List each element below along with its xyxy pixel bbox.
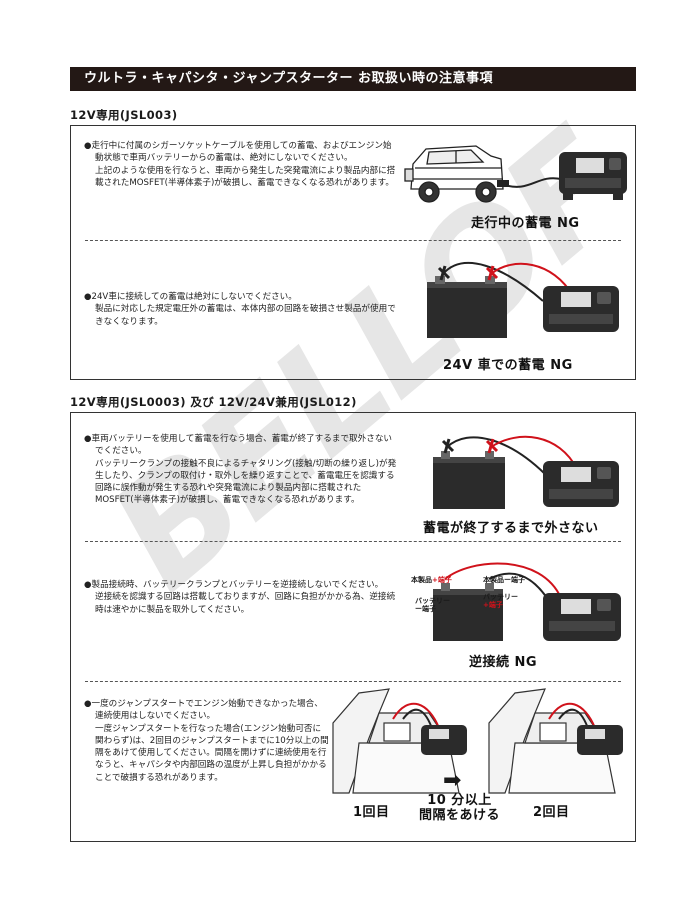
battery-charging-illustration xyxy=(433,435,619,509)
jump-starter-device-icon xyxy=(559,152,627,200)
first-attempt-label: 1回目 xyxy=(353,805,390,820)
battery-24v-illustration xyxy=(427,262,619,338)
car-charging-illustration xyxy=(404,145,627,203)
label-text: ー端子 xyxy=(415,605,436,613)
note-lead: ●走行中に付属のシガーソケットケーブルを使用しての蓄電、およびエンジン始動状態で… xyxy=(84,141,392,164)
clamp-cable-red-icon xyxy=(490,262,574,297)
jump-starter-device-icon xyxy=(577,725,623,755)
label-text: 本製品 xyxy=(411,576,432,584)
note-body: 製品に対応した規定電圧外の蓄電は、本体内部の回路を破損させ製品が使用できなくなり… xyxy=(95,304,396,327)
page-title-banner: ウルトラ・キャパシタ・ジャンプスターター お取扱い時の注意事項 xyxy=(70,67,636,91)
label-battery-plus: バッテリー+端子 xyxy=(483,593,518,609)
section2-note1: ●車両バッテリーを使用して蓄電を行なう場合、蓄電が終了するまで取外さないでくださ… xyxy=(84,433,400,507)
first-attempt-illustration xyxy=(332,688,467,794)
section2-note2: ●製品接続時、バッテリークランプとバッテリーを逆接続しないでください。 逆接続を… xyxy=(84,579,400,616)
section2-note2-caption: 逆接続 NG xyxy=(469,655,538,670)
clamp-cable-red-icon xyxy=(444,562,562,599)
clamp-cable-black-icon xyxy=(446,436,546,475)
battery-icon xyxy=(433,451,505,509)
section2-note3: ●一度のジャンプスタートでエンジン始動できなかった場合、連続使用はしないでくださ… xyxy=(84,698,329,784)
section2-note1-caption: 蓄電が終了するまで外さない xyxy=(423,521,599,536)
interval-label: 10 分以上 間隔をあける xyxy=(419,793,500,823)
second-attempt-label: 2回目 xyxy=(533,805,570,820)
jump-starter-device-icon xyxy=(421,725,467,755)
jump-starter-device-icon xyxy=(543,593,621,641)
battery-icon xyxy=(433,583,503,641)
section1-note2-caption: 24V 車での蓄電 NG xyxy=(443,358,573,373)
jump-starter-device-icon xyxy=(543,461,619,507)
note-body: 逆接続を認識する回路は搭載しておりますが、回路に負担がかかる為、逆接続時は速やか… xyxy=(95,592,396,615)
label-text: バッテリー xyxy=(415,597,450,605)
battery-icon xyxy=(427,276,507,338)
divider xyxy=(85,681,621,682)
note-body: 上記のような使用を行なうと、車両から発生した突発電流により製品内部に搭載されたM… xyxy=(95,165,396,188)
label-text: +端子 xyxy=(432,576,452,584)
label-text: ー端子 xyxy=(504,576,525,584)
note-body: 一度ジャンプスタートを行なった場合(エンジン始動可否に関わらず)は、2回目のジャ… xyxy=(95,723,329,783)
cigar-cable-icon xyxy=(500,177,562,188)
interval-line2: 間隔をあける xyxy=(419,808,501,823)
note-lead: ●24V車に接続しての蓄電は絶対にしないでください。 xyxy=(84,292,297,302)
clamp-cable-black-icon xyxy=(488,572,550,602)
label-product-plus: 本製品+端子 xyxy=(411,575,452,585)
note-lead: ●車両バッテリーを使用して蓄電を行なう場合、蓄電が終了するまで取外さないでくださ… xyxy=(84,434,393,457)
section1-note1-caption: 走行中の蓄電 NG xyxy=(471,216,580,231)
section1-note2: ●24V車に接続しての蓄電は絶対にしないでください。 製品に対応した規定電圧外の… xyxy=(84,291,400,328)
interval-line1: 10 分以上 xyxy=(427,793,492,808)
reverse-connection-illustration xyxy=(433,562,621,641)
note-body: バッテリークランプの接触不良によるチャタリング(接触/切断の繰り返し)が発生した… xyxy=(95,458,397,506)
label-text: 本製品 xyxy=(483,576,504,584)
section1-box: ●走行中に付属のシガーソケットケーブルを使用しての蓄電、およびエンジン始動状態で… xyxy=(70,125,636,380)
label-text: バッテリー xyxy=(483,593,518,601)
arrow-right-icon: ➡ xyxy=(443,768,462,793)
section1-note1: ●走行中に付属のシガーソケットケーブルを使用しての蓄電、およびエンジン始動状態で… xyxy=(84,140,400,189)
section2-title: 12V専用(JSL0003) 及び 12V/24V兼用(JSL012) xyxy=(70,395,357,409)
second-attempt-illustration xyxy=(488,688,623,794)
clamp-cable-black-icon xyxy=(442,262,544,302)
divider xyxy=(85,240,621,241)
note-lead: ●一度のジャンプスタートでエンジン始動できなかった場合、連続使用はしないでくださ… xyxy=(84,699,323,722)
clamp-cable-red-icon xyxy=(490,435,578,470)
note-lead: ●製品接続時、バッテリークランプとバッテリーを逆接続しないでください。 xyxy=(84,580,384,590)
divider xyxy=(85,541,621,542)
section2-box: ●車両バッテリーを使用して蓄電を行なう場合、蓄電が終了するまで取外さないでくださ… xyxy=(70,412,636,842)
car-icon xyxy=(404,145,504,203)
label-text: +端子 xyxy=(483,601,503,609)
label-product-minus: 本製品ー端子 xyxy=(483,575,525,585)
section1-title: 12V専用(JSL003) xyxy=(70,108,178,122)
jump-starter-device-icon xyxy=(543,286,619,332)
label-battery-minus: バッテリーー端子 xyxy=(415,597,450,613)
